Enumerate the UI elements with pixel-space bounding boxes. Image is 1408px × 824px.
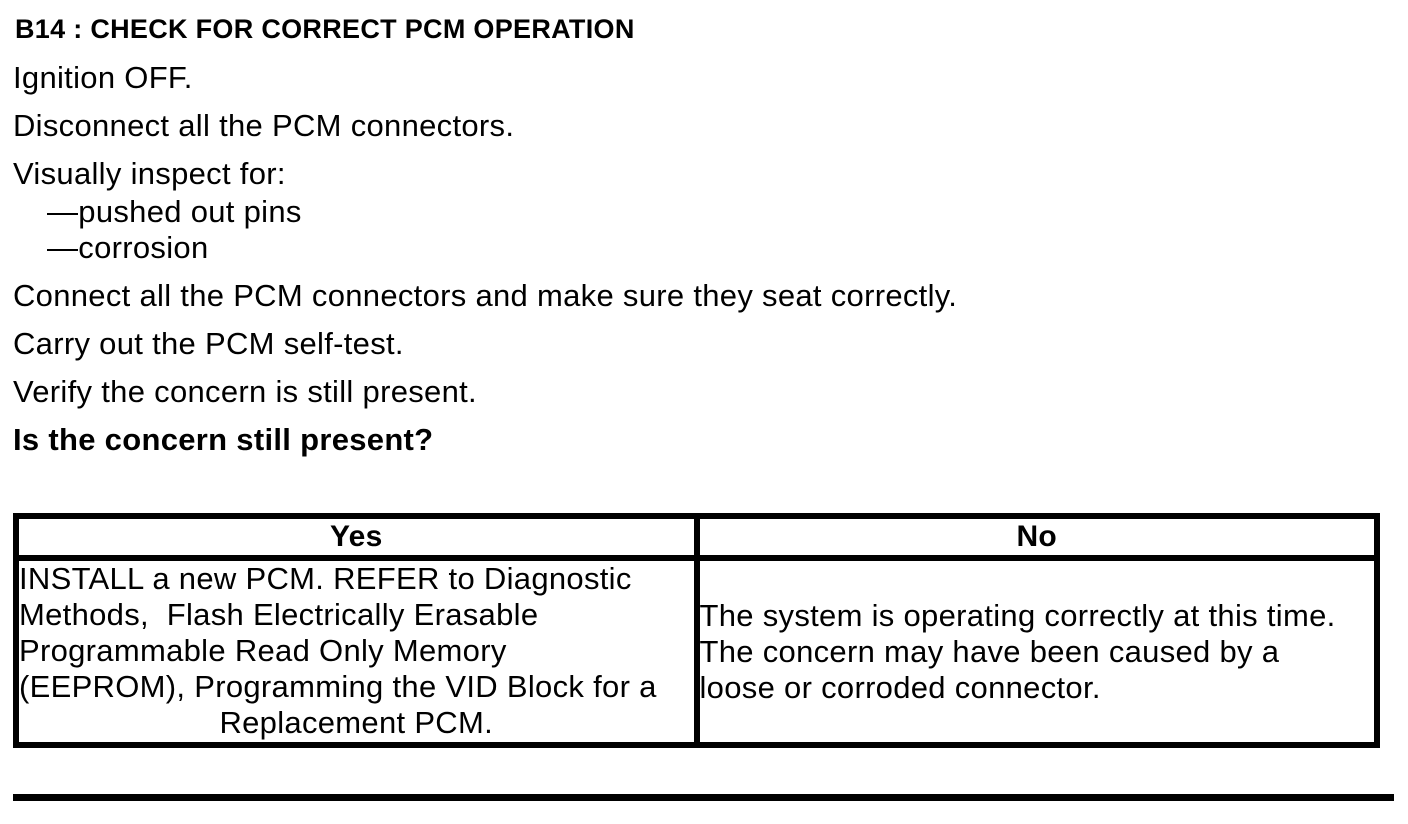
decision-table-body-row: INSTALL a new PCM. REFER to Diagnostic M… [13,555,1380,748]
section-divider-rule [13,794,1394,801]
no-result-line: The system is operating correctly at thi… [699,597,1336,633]
yes-action-line: INSTALL a new PCM. REFER to Diagnostic [19,561,632,596]
procedure-step: Carry out the PCM self-test. [13,326,404,361]
yes-column-header: Yes [13,513,700,561]
procedure-substep: —pushed out pins [47,194,302,229]
pinpoint-test-heading: B14 : CHECK FOR CORRECT PCM OPERATION [15,14,635,44]
no-column-header: No [693,513,1380,561]
procedure-step: Connect all the PCM connectors and make … [13,278,958,313]
yes-action-cell: INSTALL a new PCM. REFER to Diagnostic M… [13,555,700,748]
no-result-line: The concern may have been caused by a [699,633,1280,669]
yes-no-decision-table: Yes No INSTALL a new PCM. REFER to Diagn… [13,513,1380,748]
procedure-step: Verify the concern is still present. [13,374,477,409]
no-result-line: loose or corroded connector. [699,669,1101,705]
yes-action-line: Replacement PCM. [219,705,494,740]
decision-table-header-row: Yes No [13,513,1380,561]
no-result-cell: The system is operating correctly at thi… [693,555,1380,748]
procedure-substep: —corrosion [47,230,209,265]
procedure-step: Ignition OFF. [13,60,193,95]
diagnostic-procedure-page: B14 : CHECK FOR CORRECT PCM OPERATION Ig… [13,14,1394,801]
procedure-step: Disconnect all the PCM connectors. [13,108,515,143]
procedure-step: Visually inspect for: [13,156,286,191]
yes-action-line: Programmable Read Only Memory [19,633,507,668]
yes-action-line: Methods, Flash Electrically Erasable [19,597,539,632]
yes-action-line: (EEPROM), Programming the VID Block for … [19,669,657,704]
decision-question: Is the concern still present? [13,422,434,457]
